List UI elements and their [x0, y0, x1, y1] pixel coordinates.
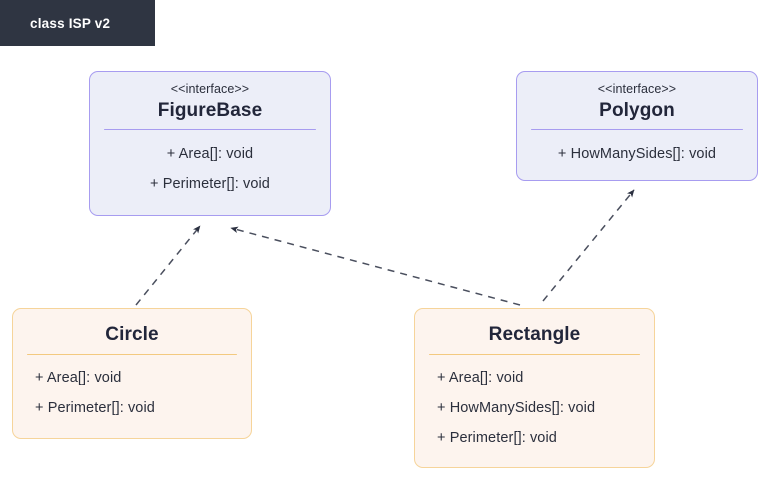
- member-row: + Area[]: void: [35, 370, 122, 387]
- member-row: + Area[]: void: [437, 370, 524, 387]
- node-rectangle-header: Rectangle: [415, 309, 654, 354]
- node-rectangle-divider: [429, 354, 640, 356]
- node-circle[interactable]: Circle + Area[]: void + Perimeter[]: voi…: [12, 308, 252, 439]
- edge-circle-to-figurebase: [135, 225, 201, 306]
- node-polygon-divider: [531, 129, 743, 131]
- member-row: + Perimeter[]: void: [150, 176, 270, 193]
- node-polygon-header: <<interface>> Polygon: [517, 72, 757, 129]
- edge-rectangle-to-polygon: [542, 189, 635, 302]
- node-figurebase-stereotype: <<interface>>: [170, 82, 250, 96]
- member-row: + Perimeter[]: void: [35, 400, 155, 417]
- member-row: + Area[]: void: [166, 146, 254, 163]
- node-circle-header: Circle: [13, 309, 251, 354]
- node-polygon[interactable]: <<interface>> Polygon + HowManySides[]: …: [516, 71, 758, 181]
- node-figurebase-members: + Area[]: void + Perimeter[]: void: [90, 130, 330, 209]
- member-row: + Perimeter[]: void: [437, 430, 557, 447]
- node-rectangle-title: Rectangle: [488, 324, 581, 345]
- node-circle-title: Circle: [105, 324, 159, 345]
- node-circle-divider: [27, 354, 237, 356]
- edge-rectangle-to-figurebase: [230, 226, 521, 306]
- node-figurebase-header: <<interface>> FigureBase: [90, 72, 330, 129]
- node-figurebase-title: FigureBase: [157, 100, 263, 121]
- diagram-title-bar: class ISP v2: [0, 0, 155, 46]
- node-polygon-members: + HowManySides[]: void: [517, 130, 757, 179]
- node-rectangle[interactable]: Rectangle + Area[]: void + HowManySides[…: [414, 308, 655, 468]
- member-row: + HowManySides[]: void: [437, 400, 596, 417]
- node-rectangle-members: + Area[]: void + HowManySides[]: void + …: [415, 355, 654, 465]
- node-polygon-stereotype: <<interface>>: [597, 82, 677, 96]
- node-figurebase[interactable]: <<interface>> FigureBase + Area[]: void …: [89, 71, 331, 216]
- node-circle-members: + Area[]: void + Perimeter[]: void: [13, 355, 251, 435]
- member-row: + HowManySides[]: void: [557, 146, 717, 163]
- node-polygon-title: Polygon: [599, 100, 675, 121]
- node-figurebase-divider: [104, 129, 316, 131]
- diagram-title-label: class ISP v2: [30, 15, 111, 31]
